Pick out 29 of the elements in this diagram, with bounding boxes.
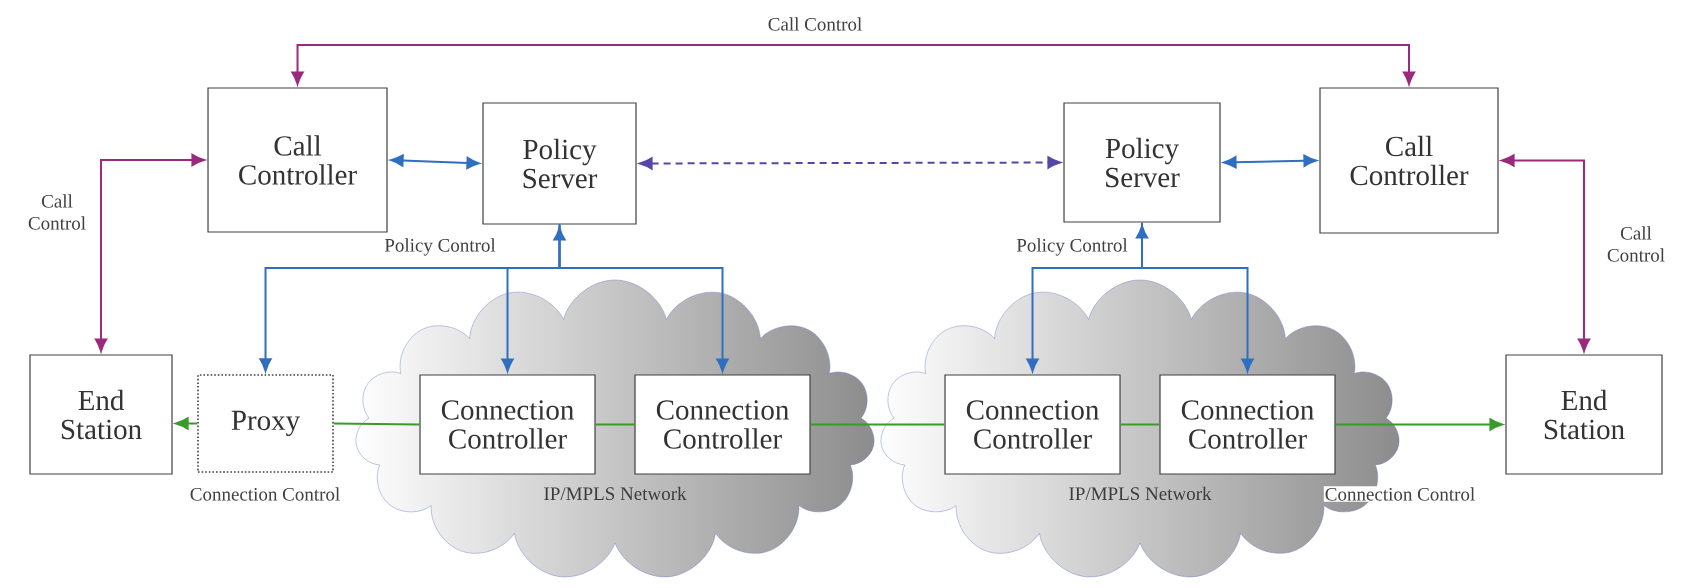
proxy-box: Proxy bbox=[197, 374, 334, 473]
edge-label: Call Control bbox=[21, 193, 93, 231]
arrow bbox=[94, 153, 205, 352]
process-box: End Station bbox=[29, 354, 173, 475]
process-box: Call Controller bbox=[207, 87, 388, 233]
process-box: Policy Server bbox=[482, 102, 637, 225]
arrow bbox=[1334, 418, 1503, 431]
arrow bbox=[1026, 225, 1149, 372]
arrow bbox=[291, 44, 1416, 85]
arrow bbox=[390, 154, 480, 170]
process-box: End Station bbox=[1505, 354, 1663, 475]
edge-label: Policy Control bbox=[383, 237, 497, 257]
process-box: Connection Controller bbox=[634, 374, 811, 475]
edge-label: Policy Control bbox=[1015, 237, 1129, 257]
process-box: Connection Controller bbox=[944, 374, 1121, 475]
process-box: Connection Controller bbox=[419, 374, 596, 475]
edge-label: Call Control bbox=[1600, 225, 1672, 263]
process-box: Call Controller bbox=[1319, 87, 1499, 234]
arrow bbox=[1141, 221, 1254, 372]
arrow bbox=[639, 156, 1061, 170]
arrow bbox=[558, 223, 729, 372]
edge-label: Connection Control bbox=[1323, 486, 1477, 502]
arrow bbox=[259, 227, 566, 372]
edge-label: Connection Control bbox=[188, 486, 342, 502]
process-box: Connection Controller bbox=[1159, 374, 1336, 475]
arrow bbox=[1501, 154, 1591, 352]
process-box: Policy Server bbox=[1063, 102, 1221, 223]
arrow bbox=[175, 417, 199, 430]
edge-label: Call Control bbox=[766, 16, 864, 32]
